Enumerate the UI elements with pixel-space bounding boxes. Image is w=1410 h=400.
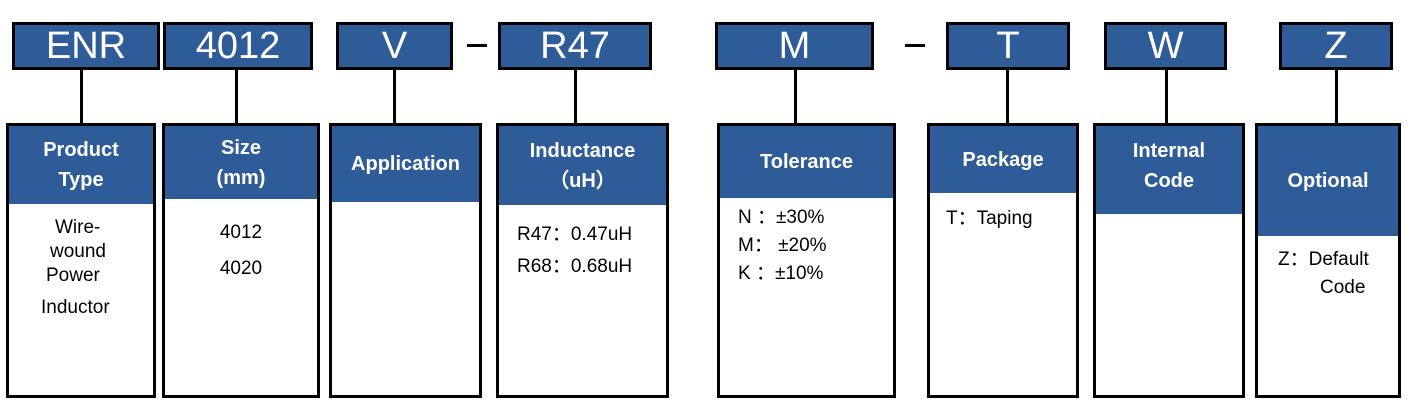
body-line: Power <box>46 265 100 286</box>
body-line: R68：0.68uH <box>517 256 633 277</box>
field-package: Package T：Taping <box>927 123 1079 398</box>
body-line: 4020 <box>219 258 263 279</box>
field-header: Size (mm) <box>165 126 317 199</box>
body-line: wound <box>50 241 106 262</box>
connector-line <box>1165 70 1168 123</box>
code-box-application: V <box>336 22 453 70</box>
field-body: T：Taping <box>930 193 1076 395</box>
field-body: R47：0.47uH R68：0.68uH <box>499 205 666 395</box>
header-line: Tolerance <box>760 151 853 173</box>
body-line: Code <box>1320 277 1366 298</box>
header-line: （uH） <box>549 169 616 192</box>
connector-line <box>574 70 577 123</box>
header-line: Inductance <box>529 139 636 162</box>
body-line: Inductor <box>41 297 110 318</box>
header-line: Package <box>962 148 1044 171</box>
code-text: W <box>1147 25 1184 67</box>
header-line: Code <box>1144 170 1194 192</box>
field-body <box>1096 214 1242 395</box>
connector-line <box>1006 70 1009 123</box>
code-box-package: T <box>946 22 1070 70</box>
body-line: N ：±30% <box>738 207 825 228</box>
connector-line <box>393 70 396 123</box>
separator-dash <box>467 44 487 47</box>
code-box-inductance: R47 <box>498 22 652 70</box>
code-text: M <box>778 25 811 67</box>
field-body: Wire- wound Power Inductor <box>9 204 153 395</box>
field-body: N ：±30% M： ±20% K ：±10% <box>720 198 893 395</box>
code-box-product-type: ENR <box>12 22 160 70</box>
field-body: 4012 4020 <box>165 199 317 395</box>
body-line: Wire- <box>55 217 101 238</box>
header-line: Size <box>220 136 262 159</box>
code-text: V <box>381 25 408 67</box>
field-header: Application <box>332 126 479 202</box>
code-box-internal-code: W <box>1104 22 1227 70</box>
field-application: Application <box>329 123 482 398</box>
code-text: T <box>996 25 1020 67</box>
field-header: Tolerance <box>720 126 893 198</box>
connector-line <box>794 70 797 123</box>
field-header: Package <box>930 126 1076 193</box>
field-body <box>332 202 479 395</box>
field-optional: Optional Z：Default Code <box>1255 123 1401 398</box>
body-line: 4012 <box>219 222 263 243</box>
body-line: K ：±10% <box>738 263 824 284</box>
body-line: M： ±20% <box>738 235 827 256</box>
body-line: T：Taping <box>946 208 1033 229</box>
code-text: ENR <box>45 25 127 67</box>
field-header: Inductance （uH） <box>499 126 666 205</box>
header-line: Internal <box>1132 140 1206 162</box>
field-tolerance: Tolerance N ：±30% M： ±20% K ：±10% <box>717 123 896 398</box>
code-box-size: 4012 <box>163 22 313 70</box>
field-internal-code: Internal Code <box>1093 123 1245 398</box>
code-text: R47 <box>540 25 610 67</box>
header-line: Product <box>43 139 119 161</box>
code-box-optional: Z <box>1279 22 1393 70</box>
field-header: Optional <box>1258 126 1398 236</box>
header-line: Type <box>58 169 104 191</box>
field-inductance: Inductance （uH） R47：0.47uH R68：0.68uH <box>496 123 669 398</box>
field-header: Internal Code <box>1096 126 1242 214</box>
code-text: 4012 <box>195 25 281 67</box>
header-line: Application <box>351 153 460 175</box>
header-line: Optional <box>1287 170 1369 192</box>
code-box-tolerance: M <box>715 22 874 70</box>
connector-line <box>1335 70 1338 123</box>
code-text: Z <box>1324 25 1348 67</box>
header-line: (mm) <box>216 166 266 189</box>
connector-line <box>80 70 83 123</box>
field-product-type: Product Type Wire- wound Power Inductor <box>6 123 156 398</box>
body-line: Z：Default <box>1278 249 1369 270</box>
field-header: Product Type <box>9 126 153 204</box>
field-body: Z：Default Code <box>1258 236 1398 395</box>
connector-line <box>235 70 238 123</box>
field-size: Size (mm) 4012 4020 <box>162 123 320 398</box>
body-line: R47：0.47uH <box>517 224 633 245</box>
separator-dash <box>905 44 925 47</box>
